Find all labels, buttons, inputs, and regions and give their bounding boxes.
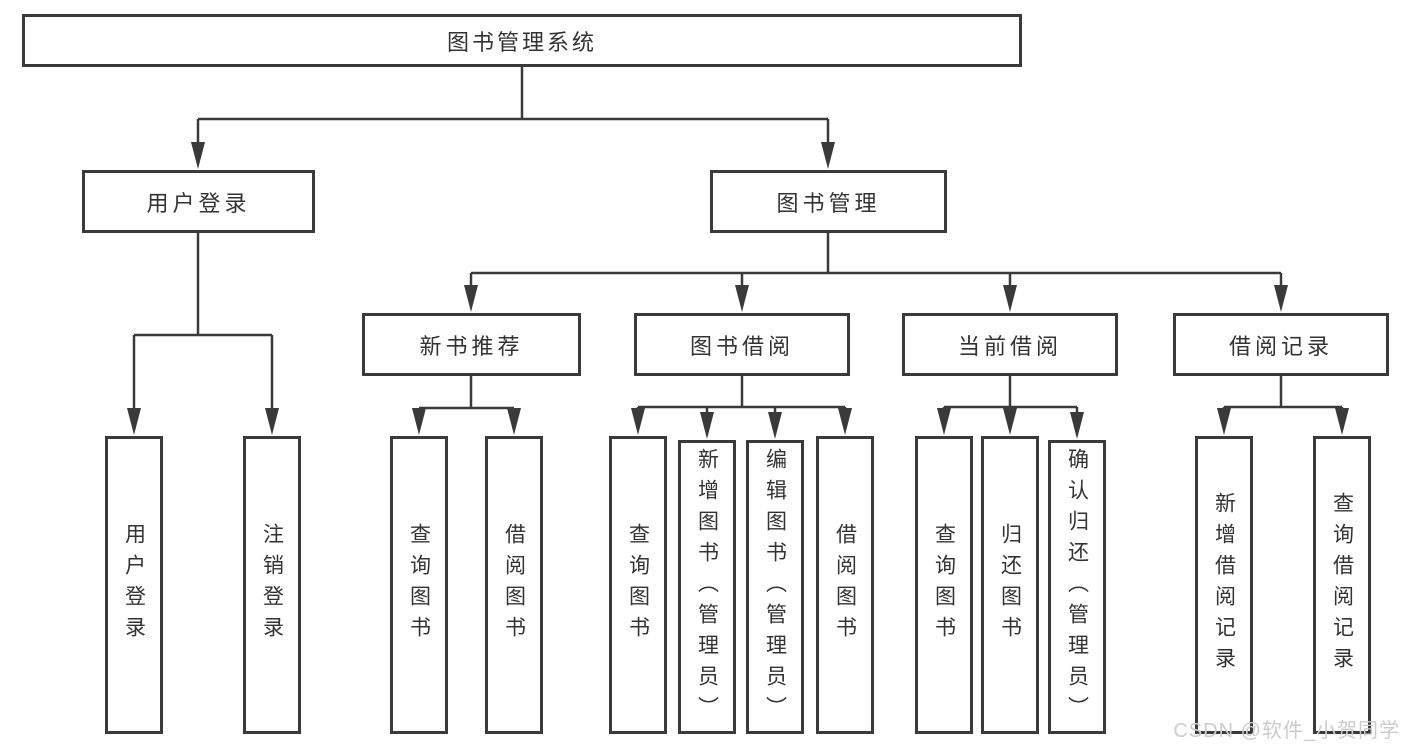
node-borrowing-records: 借阅记录 [1173, 313, 1389, 376]
leaf-user-login: 用户登录 [105, 436, 163, 734]
leaf-records-add-record-label: 新增借阅记录 [1212, 492, 1236, 678]
leaf-recommend-borrow-book: 借阅图书 [485, 436, 543, 734]
leaf-borrow-query-book-label: 查询图书 [626, 523, 650, 647]
node-library-system: 图书管理系统 [22, 14, 1022, 67]
node-library-system-label: 图书管理系统 [446, 29, 597, 55]
leaf-recommend-borrow-book-label: 借阅图书 [502, 523, 526, 647]
leaf-current-confirm-return-admin-label: 确认归还（管理员） [1065, 447, 1089, 727]
node-current-borrowing-label: 当前借阅 [957, 333, 1062, 359]
leaf-current-return-book-label: 归还图书 [998, 523, 1022, 647]
leaf-recommend-query-book-label: 查询图书 [407, 523, 431, 647]
leaf-borrow-edit-book-admin-label: 编辑图书（管理员） [763, 447, 787, 727]
node-book-management: 图书管理 [710, 170, 947, 233]
leaf-current-return-book: 归还图书 [981, 436, 1039, 734]
leaf-borrow-query-book: 查询图书 [609, 436, 667, 734]
node-borrowing-records-label: 借阅记录 [1228, 333, 1333, 359]
node-user-login: 用户登录 [82, 170, 315, 233]
arrowheads [127, 142, 1349, 439]
node-current-borrowing: 当前借阅 [902, 313, 1118, 376]
csdn-watermark: CSDN @软件_小贺同学 [1173, 720, 1400, 742]
node-user-login-label: 用户登录 [146, 190, 251, 216]
leaf-borrow-edit-book-admin: 编辑图书（管理员） [746, 440, 804, 734]
leaf-borrow-borrow-book-label: 借阅图书 [833, 523, 857, 647]
leaf-borrow-add-book-admin: 新增图书（管理员） [678, 440, 736, 734]
leaf-current-query-book: 查询图书 [915, 436, 973, 734]
node-book-borrowing: 图书借阅 [634, 313, 850, 376]
node-new-book-recommend: 新书推荐 [362, 313, 581, 376]
node-book-borrowing-label: 图书借阅 [689, 333, 794, 359]
node-new-book-recommend-label: 新书推荐 [419, 333, 524, 359]
leaf-records-query-record: 查询借阅记录 [1313, 436, 1371, 734]
leaf-records-query-record-label: 查询借阅记录 [1330, 492, 1354, 678]
leaf-borrow-borrow-book: 借阅图书 [816, 436, 874, 734]
leaf-borrow-add-book-admin-label: 新增图书（管理员） [695, 447, 719, 727]
leaf-current-confirm-return-admin: 确认归还（管理员） [1048, 440, 1106, 734]
leaf-records-add-record: 新增借阅记录 [1195, 436, 1253, 734]
leaf-logout-label: 注销登录 [260, 523, 284, 647]
leaf-logout: 注销登录 [243, 436, 301, 734]
leaf-user-login-label: 用户登录 [122, 523, 146, 647]
leaf-recommend-query-book: 查询图书 [390, 436, 448, 734]
node-book-management-label: 图书管理 [776, 190, 881, 216]
leaf-current-query-book-label: 查询图书 [932, 523, 956, 647]
